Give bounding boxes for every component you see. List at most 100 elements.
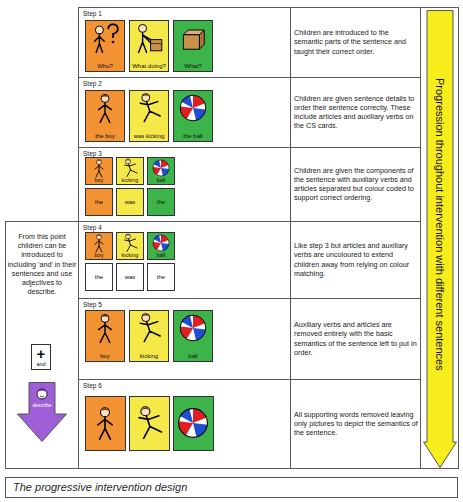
symbol-card: ball xyxy=(173,310,213,362)
card-label: What? xyxy=(184,63,201,70)
and-symbol-card: +and xyxy=(31,344,51,370)
arrow-outline xyxy=(424,11,457,468)
step-label: Step 1 xyxy=(83,10,163,18)
symbol-card: What? xyxy=(173,20,213,72)
card-label: the ball xyxy=(183,133,202,140)
card-label: ball xyxy=(157,177,166,183)
picture-card xyxy=(86,397,126,451)
card-label: was xyxy=(125,199,136,206)
step-label: Step 4 xyxy=(83,224,163,232)
arrow-column-border xyxy=(421,8,459,469)
symbol-card: ball xyxy=(147,232,175,260)
card-label: What doing? xyxy=(132,63,166,70)
card-label: the boy xyxy=(95,133,115,140)
step-description: Auxiliary verbs and articles are removed… xyxy=(294,298,418,379)
side-note: From this point children can be introduc… xyxy=(7,232,77,297)
who-icon xyxy=(95,24,118,52)
describe-arrow-shape xyxy=(17,382,67,442)
step-description: Children are introduced to the semantic … xyxy=(294,7,418,77)
step-label: Step 2 xyxy=(83,80,163,88)
row-divider xyxy=(78,147,420,148)
card-label: ball xyxy=(157,252,166,258)
card-label: was xyxy=(125,274,136,281)
card-label: boy xyxy=(95,252,104,258)
step-label: Step 5 xyxy=(83,301,163,309)
row-divider xyxy=(78,379,420,380)
card-label: kicking xyxy=(122,177,139,183)
symbol-card: ball xyxy=(147,157,175,185)
plus-sign: + xyxy=(37,347,46,361)
symbol-card: Who? xyxy=(85,20,125,72)
step-description: Like step 3 but articles and auxiliary v… xyxy=(294,221,418,298)
step-label: Step 6 xyxy=(83,382,163,390)
step-description: Children are given sentence details to o… xyxy=(294,77,418,147)
boy-icon xyxy=(95,235,103,253)
table-border xyxy=(79,8,421,469)
describe-arrow: describe xyxy=(17,382,67,442)
card-label: ball xyxy=(188,353,197,360)
ball-icon xyxy=(180,315,206,341)
kick-icon xyxy=(140,314,160,342)
merged-cell-border xyxy=(6,222,79,469)
describe-face xyxy=(37,389,47,399)
step-label: Step 3 xyxy=(83,150,163,158)
kick-icon xyxy=(125,159,138,177)
card-label: boy xyxy=(95,177,104,183)
kick-icon xyxy=(139,407,162,439)
word-card: the xyxy=(85,188,113,216)
progression-arrow: Progression throughout intervention with… xyxy=(423,10,457,468)
symbol-card: boy xyxy=(85,157,113,185)
ball-icon xyxy=(153,160,169,176)
word-card: was xyxy=(116,263,144,291)
doing-icon xyxy=(139,24,162,52)
symbol-card: What doing? xyxy=(129,20,169,72)
boy-icon xyxy=(99,94,112,122)
symbol-card: the ball xyxy=(173,90,213,142)
row-divider xyxy=(78,221,420,222)
arrow-text: Progression throughout intervention with… xyxy=(423,10,457,438)
card-label: the xyxy=(95,274,103,281)
word-card: the xyxy=(85,263,113,291)
what-icon xyxy=(183,30,204,49)
picture-card xyxy=(174,397,214,451)
row-divider xyxy=(78,298,420,299)
word-card: the xyxy=(147,188,175,216)
card-label: Who? xyxy=(97,63,113,70)
describe-mouth xyxy=(40,396,44,397)
kick-icon xyxy=(140,94,160,122)
arrow-outline xyxy=(18,383,67,442)
ball-icon xyxy=(178,409,207,438)
card-label: kicking xyxy=(140,353,158,360)
figure-caption: The progressive intervention design xyxy=(5,477,458,498)
step-description: All supporting words removed leaving onl… xyxy=(294,379,418,468)
card-label: the xyxy=(95,199,103,206)
describe-hair xyxy=(37,389,47,393)
symbol-card: was kicking xyxy=(129,90,169,142)
card-label: was kicking xyxy=(134,133,165,140)
row-divider xyxy=(78,77,420,78)
card-label: the xyxy=(157,199,165,206)
ball-icon xyxy=(180,95,206,121)
kick-icon xyxy=(125,234,138,252)
ball-icon xyxy=(153,235,169,251)
word-card: the xyxy=(147,263,175,291)
symbol-card: the boy xyxy=(85,90,125,142)
symbol-card: kicking xyxy=(116,232,144,260)
word-card: was xyxy=(116,188,144,216)
boy-icon xyxy=(99,314,112,342)
column-divider xyxy=(290,7,291,468)
card-label: describe xyxy=(29,403,55,409)
symbol-card: boy xyxy=(85,232,113,260)
symbol-card: kicking xyxy=(129,310,169,362)
card-label: and xyxy=(36,361,45,367)
boy-icon xyxy=(98,408,112,440)
card-label: the xyxy=(157,274,165,281)
picture-card xyxy=(130,397,170,451)
boy-icon xyxy=(95,160,103,178)
symbol-card: boy xyxy=(85,310,125,362)
card-label: boy xyxy=(100,353,110,360)
